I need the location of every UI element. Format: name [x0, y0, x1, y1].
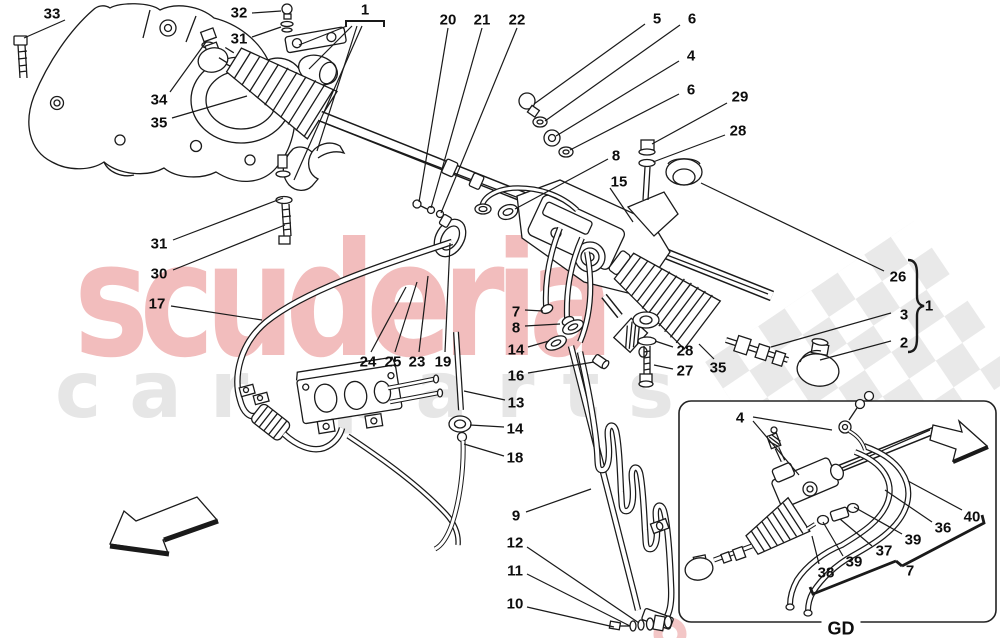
leader-lines: [23, 10, 963, 628]
bolt-27-group: [632, 311, 660, 388]
left-tie-rod-end: [197, 41, 239, 73]
direction-arrow-left: [109, 496, 219, 557]
cooler-pipe-serpentine: [567, 345, 675, 632]
mount-bracket-assembly: [238, 356, 461, 546]
pressure-hoses: [540, 226, 610, 370]
group-brace-right: [907, 258, 925, 354]
group-bracket-inset: [808, 514, 986, 596]
mount-stud-group: [626, 139, 703, 237]
right-tie-rod: [725, 334, 840, 387]
pipe-clamp-ring: [433, 213, 467, 258]
direction-arrow-right: [929, 419, 989, 464]
saddle-clamp: [275, 142, 346, 245]
bleed-screws: [412, 199, 445, 219]
inset-box: [678, 390, 997, 623]
banjo-fitting-parts: [518, 92, 574, 158]
watermark-brand-text: scuderia: [74, 209, 614, 393]
left-bellows-boot: [218, 46, 338, 140]
right-bellows-boot: [608, 250, 722, 350]
tube-13-group: [433, 331, 472, 552]
bolt-33: [13, 35, 28, 79]
hose-17: [234, 238, 454, 453]
group-bracket-top: [345, 20, 385, 27]
